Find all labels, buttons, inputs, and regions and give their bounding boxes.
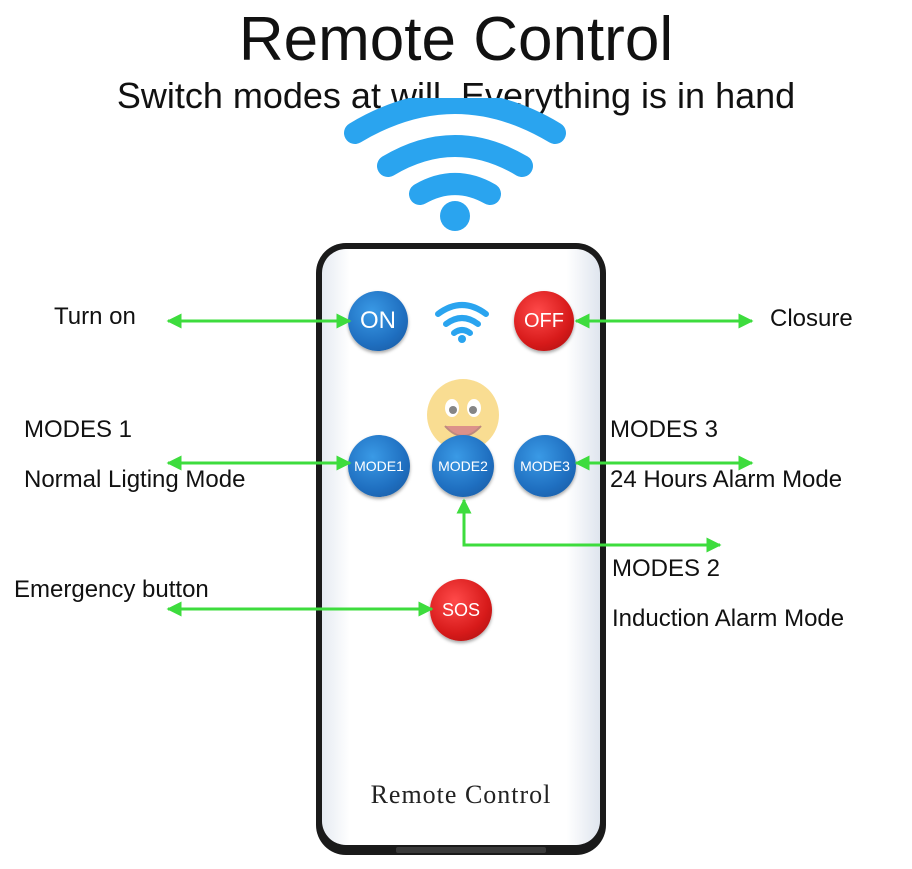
page-title: Remote Control bbox=[238, 5, 674, 74]
sos-button[interactable]: SOS bbox=[430, 579, 492, 641]
off-button[interactable]: OFF bbox=[514, 291, 574, 351]
on-button[interactable]: ON bbox=[348, 291, 408, 351]
label-modes2-desc: Induction Alarm Mode bbox=[612, 605, 845, 632]
label-modes1-title: MODES 1 bbox=[24, 416, 133, 443]
remote-brand-label: Remote Control bbox=[370, 780, 552, 809]
mode1-button[interactable]: MODE1 bbox=[348, 435, 410, 497]
wifi-icon bbox=[435, 302, 489, 343]
arrow-icon bbox=[456, 498, 722, 553]
wifi-signal-icon bbox=[344, 98, 566, 231]
label-modes3-title: MODES 3 bbox=[610, 416, 719, 443]
remote-bottom-edge bbox=[396, 847, 546, 853]
label-modes1-desc: Normal Ligting Mode bbox=[24, 466, 246, 493]
label-closure: Closure bbox=[770, 305, 853, 332]
label-emergency: Emergency button bbox=[14, 576, 209, 603]
mode2-button[interactable]: MODE2 bbox=[432, 435, 494, 497]
label-modes2-title: MODES 2 bbox=[612, 555, 721, 582]
label-turn-on: Turn on bbox=[54, 303, 136, 330]
label-modes3-desc: 24 Hours Alarm Mode bbox=[610, 466, 843, 493]
mode3-button[interactable]: MODE3 bbox=[514, 435, 576, 497]
smiley-mascot-icon bbox=[427, 379, 499, 451]
